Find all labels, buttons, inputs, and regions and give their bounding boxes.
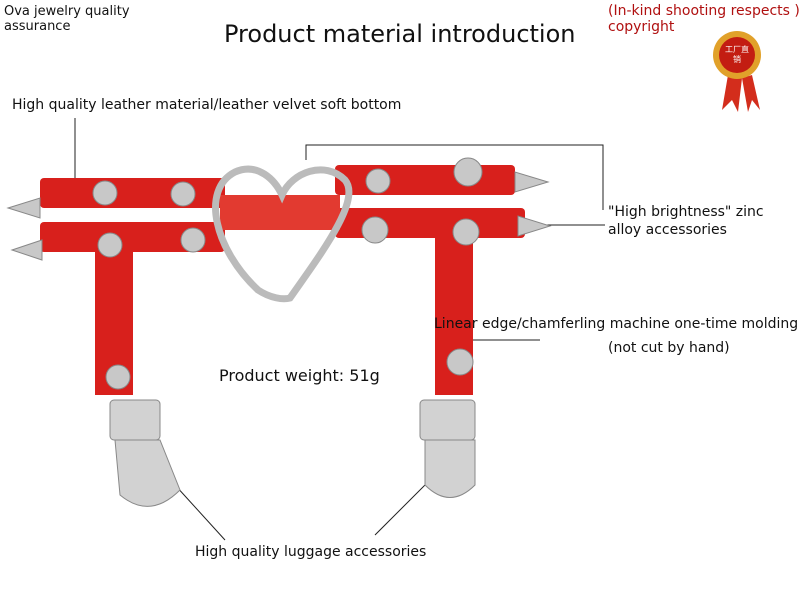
page-title: Product material introduction (224, 20, 576, 48)
leather-annotation: High quality leather material/leather ve… (12, 97, 402, 113)
product-weight: Product weight: 51g (219, 366, 380, 385)
metal-clips (109, 399, 476, 507)
leader-lines (74, 118, 605, 541)
badge-text: 工厂直销 (725, 45, 749, 64)
zinc-line-2: alloy accessories (608, 222, 727, 238)
edge-annotation-note: (not cut by hand) (608, 340, 730, 356)
zinc-annotation: "High brightness" zinc alloy accessories (608, 203, 764, 239)
copyright-line-1: (In-kind shooting respects ) (608, 3, 800, 19)
zinc-line-1: "High brightness" zinc (608, 204, 764, 220)
heart-ring (212, 165, 353, 303)
brand-text: Ova jewelry quality assurance (4, 4, 130, 34)
edge-annotation: Linear edge/chamferling machine one-time… (434, 316, 799, 332)
brand-line-1: Ova jewelry quality (4, 4, 130, 19)
spikes (6, 157, 552, 390)
brand-line-2: assurance (4, 19, 71, 34)
copyright-line-2: copyright (608, 19, 675, 35)
copyright-note: (In-kind shooting respects ) copyright (608, 3, 800, 35)
award-badge-icon (713, 31, 761, 112)
luggage-annotation: High quality luggage accessories (195, 544, 427, 560)
